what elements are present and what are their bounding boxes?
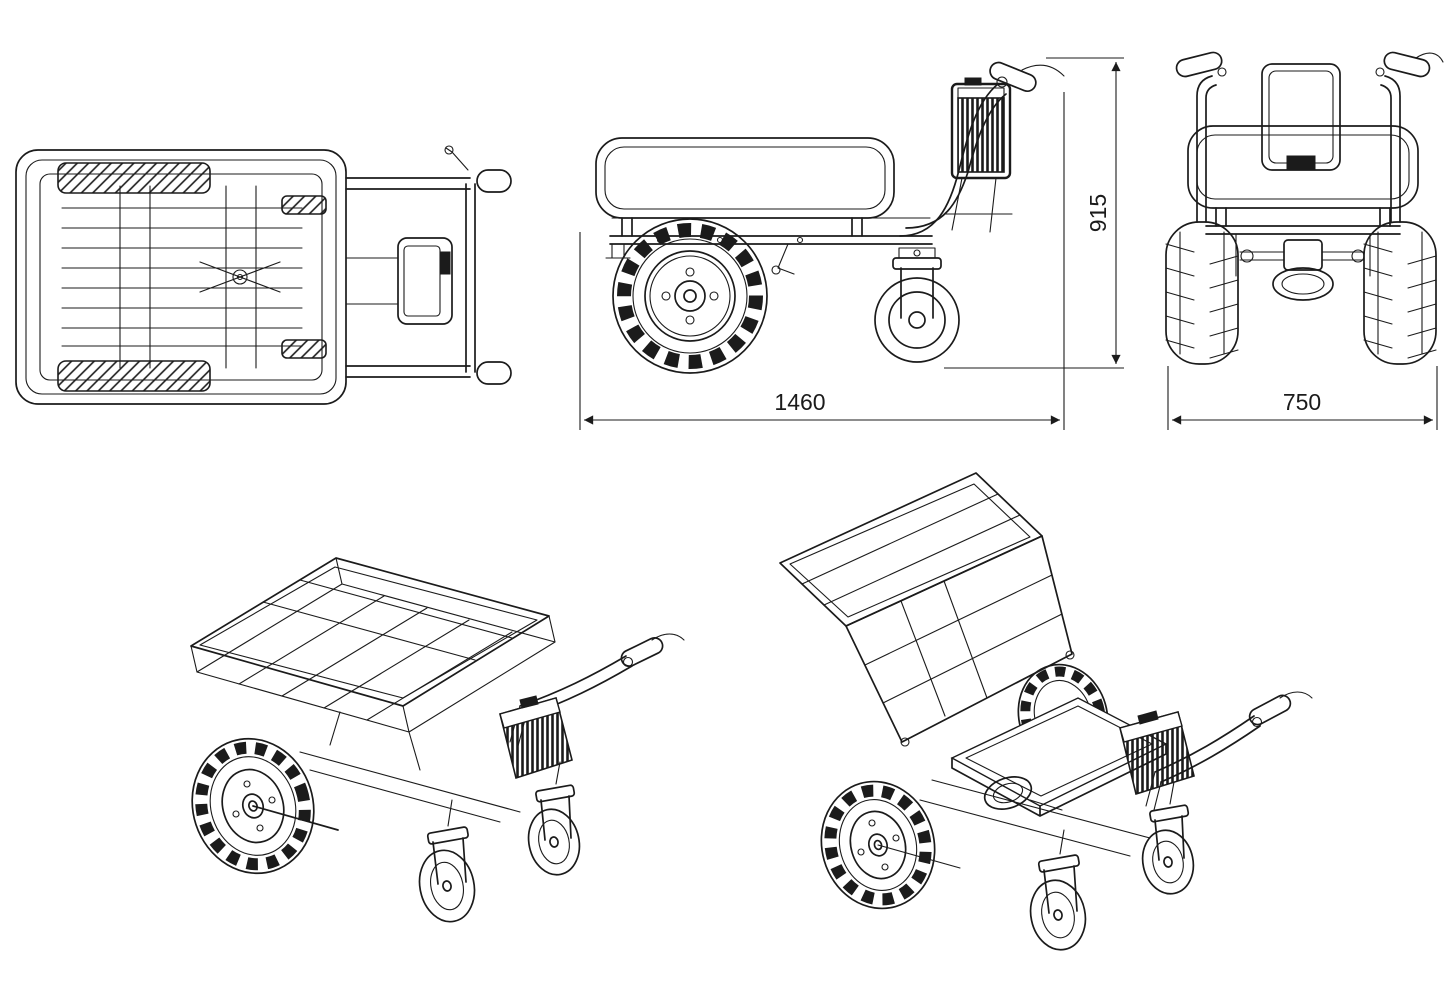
iso1-caster-front (418, 799, 476, 923)
dimension-length-label: 1460 (774, 389, 825, 415)
dimension-width-label: 750 (1283, 389, 1321, 415)
iso2-grip (1248, 694, 1292, 726)
iso2-hinge-right (1065, 650, 1075, 660)
dimension-overall-height: 915 (944, 57, 1124, 369)
top-view-bed-ladder (61, 185, 303, 369)
iso1-brake-lever (651, 633, 685, 641)
front-view-wheel-right (1363, 221, 1437, 365)
iso2-drive-wheel (820, 780, 936, 910)
top-view-grip-left (476, 169, 512, 193)
side-view (595, 61, 1065, 374)
side-view-cargo-box (595, 137, 895, 219)
top-view-battery-box (345, 237, 453, 325)
top-view-throttle-lever (445, 147, 469, 171)
iso-view-bed-down (190, 557, 685, 923)
iso1-grip (620, 637, 664, 667)
top-view-grip-right (476, 361, 512, 385)
iso2-battery-box (1119, 710, 1195, 796)
front-view (1165, 51, 1444, 365)
side-view-chassis (605, 217, 933, 275)
iso1-bed-frame (190, 557, 556, 733)
iso2-hinge-left (900, 737, 910, 747)
iso2-motor (983, 776, 1033, 810)
front-view-cargo-box (1187, 125, 1419, 209)
side-view-brake-lever (1021, 64, 1065, 77)
dimension-overall-length: 1460 (579, 92, 1065, 430)
iso1-battery-box (499, 695, 573, 780)
dimension-height-label: 915 (1085, 194, 1111, 232)
side-view-drive-wheel (612, 218, 768, 374)
dimension-overall-width: 750 (1167, 366, 1438, 430)
front-view-gearbox (1283, 239, 1323, 271)
iso2-chassis (877, 776, 1151, 869)
iso2-tipped-bucket (779, 472, 1075, 747)
side-view-caster-wheel (874, 247, 960, 363)
front-view-chassis (1205, 207, 1401, 301)
front-view-wheel-left (1165, 221, 1239, 365)
front-view-grip-left (1175, 51, 1223, 78)
top-view-handlebar (345, 145, 512, 385)
front-view-grip-right (1383, 51, 1431, 78)
side-view-battery-box (943, 77, 1013, 233)
front-view-motor (1272, 267, 1334, 301)
top-view (15, 145, 512, 405)
iso2-caster-rear (1141, 781, 1195, 895)
top-view-wheel-treads (57, 162, 327, 392)
side-view-tip-pedal (777, 243, 795, 275)
iso1-drive-wheel (191, 737, 315, 875)
front-view-handles (1175, 51, 1444, 223)
front-view-back-panel (1261, 63, 1341, 171)
iso2-caster-front (1029, 829, 1087, 951)
iso-view-bed-tipped (779, 472, 1313, 951)
iso1-chassis (252, 711, 521, 831)
iso2-brake-lever (1279, 691, 1313, 699)
side-view-grip (989, 61, 1037, 93)
front-view-brake-lever (1415, 52, 1444, 63)
iso1-caster-rear (527, 761, 581, 876)
